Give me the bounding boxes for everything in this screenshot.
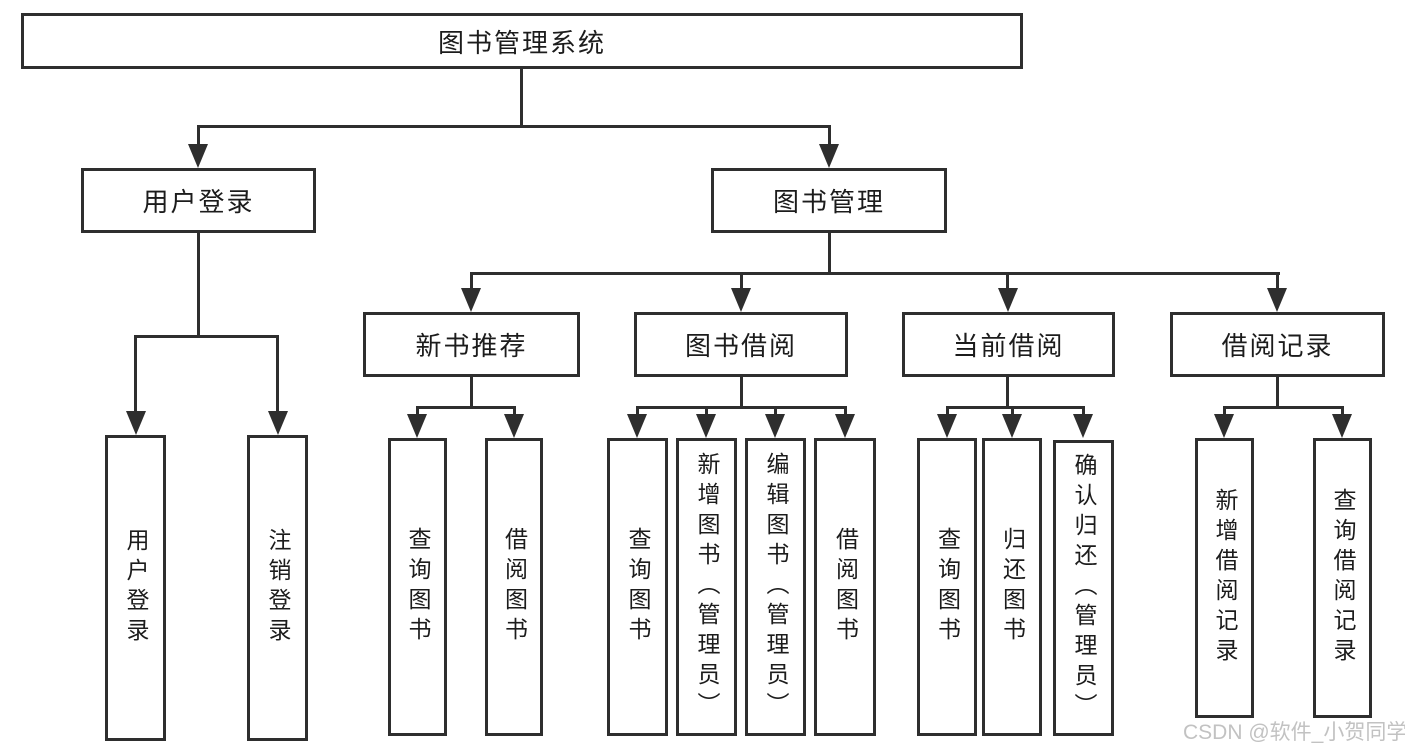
node-leaf-confirm-return-admin: 确认归还（管理员） <box>1053 440 1114 736</box>
node-current-borrow: 当前借阅 <box>902 312 1115 377</box>
connector-borrow-vstub <box>740 377 743 409</box>
arrow-to-borrow-books <box>835 414 855 438</box>
node-borrow-records: 借阅记录 <box>1170 312 1385 377</box>
node-leaf-borrow-books-newrec-label: 借阅图书 <box>501 527 528 647</box>
connector-mgmt-stem-1 <box>470 272 473 290</box>
node-leaf-logout-label: 注销登录 <box>265 528 291 648</box>
arrow-to-add-borrow-record <box>1214 414 1234 438</box>
node-leaf-add-borrow-record-label: 新增借阅记录 <box>1212 488 1238 668</box>
node-leaf-borrow-books-newrec: 借阅图书 <box>485 438 543 736</box>
connector-borrow-stem-2 <box>705 406 708 418</box>
node-borrow-records-label: 借阅记录 <box>1221 331 1334 361</box>
node-leaf-query-books-current-label: 查询图书 <box>934 527 961 647</box>
connector-records-stem-2 <box>1341 406 1344 418</box>
connector-records-hline <box>1223 406 1344 409</box>
node-leaf-query-borrow-record: 查询借阅记录 <box>1313 438 1372 718</box>
arrow-to-leaf-user-login <box>126 411 146 435</box>
node-new-book-rec: 新书推荐 <box>363 312 580 377</box>
connector-root-hline <box>197 125 831 128</box>
arrow-to-confirm-return <box>1073 414 1093 438</box>
node-book-borrow-label: 图书借阅 <box>684 331 797 361</box>
node-leaf-edit-books-admin: 编辑图书（管理员） <box>745 438 806 736</box>
connector-current-stem-2 <box>1011 406 1014 418</box>
node-system-root: 图书管理系统 <box>21 13 1023 69</box>
connector-records-stem-1 <box>1223 406 1226 418</box>
node-current-borrow-label: 当前借阅 <box>952 331 1065 361</box>
node-leaf-edit-books-admin-label: 编辑图书（管理员） <box>763 452 789 722</box>
arrow-to-leaf-logout <box>268 411 288 435</box>
connector-borrow-hline <box>636 406 847 409</box>
connector-borrow-stem-3 <box>774 406 777 418</box>
arrow-to-current-borrow <box>998 288 1018 312</box>
node-leaf-borrow-books-label: 借阅图书 <box>832 527 859 647</box>
connector-login-hline <box>134 335 279 338</box>
node-new-book-rec-label: 新书推荐 <box>415 331 528 361</box>
node-book-borrow: 图书借阅 <box>634 312 848 377</box>
connector-mgmt-stem-2 <box>740 272 743 290</box>
node-leaf-query-books-borrow: 查询图书 <box>607 438 668 736</box>
connector-mgmt-hline <box>470 272 1280 275</box>
arrow-to-book-borrow <box>731 288 751 312</box>
connector-newrec-stem-2 <box>513 406 516 418</box>
connector-current-stem-3 <box>1082 406 1085 418</box>
node-leaf-query-borrow-record-label: 查询借阅记录 <box>1330 488 1356 668</box>
connector-login-vstub <box>197 233 200 338</box>
connector-root-stem-right <box>828 125 831 147</box>
node-leaf-return-books-label: 归还图书 <box>999 527 1026 647</box>
node-leaf-borrow-books: 借阅图书 <box>814 438 876 736</box>
connector-newrec-hline <box>416 406 516 409</box>
connector-login-stem-1 <box>134 335 137 413</box>
node-leaf-add-books-admin-label: 新增图书（管理员） <box>694 452 720 722</box>
node-system-root-label: 图书管理系统 <box>437 27 606 58</box>
node-leaf-add-borrow-record: 新增借阅记录 <box>1195 438 1254 718</box>
arrow-to-edit-books-admin <box>765 414 785 438</box>
node-leaf-confirm-return-admin-label: 确认归还（管理员） <box>1071 453 1097 723</box>
csdn-watermark: CSDN @软件_小贺同学 <box>1183 721 1405 744</box>
node-user-login-label: 用户登录 <box>142 187 255 217</box>
node-leaf-query-books-borrow-label: 查询图书 <box>625 527 651 647</box>
connector-current-hline <box>946 406 1085 409</box>
connector-root-stem-left <box>197 125 200 147</box>
arrow-to-query-books-current <box>937 414 957 438</box>
connector-borrow-stem-4 <box>844 406 847 418</box>
connector-mgmt-stem-3 <box>1006 272 1009 290</box>
connector-current-stem-1 <box>946 406 949 418</box>
connector-mgmt-stem-4 <box>1276 272 1279 290</box>
node-book-mgmt-label: 图书管理 <box>772 187 885 217</box>
node-user-login: 用户登录 <box>81 168 316 233</box>
arrow-to-return-books <box>1002 414 1022 438</box>
node-leaf-query-books-newrec: 查询图书 <box>388 438 447 736</box>
connector-login-stem-2 <box>276 335 279 413</box>
arrow-to-new-book-rec <box>461 288 481 312</box>
connector-records-vstub <box>1276 377 1279 409</box>
node-leaf-return-books: 归还图书 <box>982 438 1042 736</box>
connector-newrec-vstub <box>470 377 473 409</box>
arrow-to-book-mgmt <box>819 144 839 168</box>
node-leaf-logout: 注销登录 <box>247 435 308 741</box>
connector-root-vstub <box>520 68 523 128</box>
arrow-to-query-borrow-record <box>1332 414 1352 438</box>
node-leaf-user-login-label: 用户登录 <box>123 528 149 648</box>
arrow-to-user-login <box>188 144 208 168</box>
arrow-to-borrow-books-newrec <box>504 414 524 438</box>
node-leaf-query-books-current: 查询图书 <box>917 438 977 736</box>
arrow-to-query-books-newrec <box>407 414 427 438</box>
node-leaf-user-login: 用户登录 <box>105 435 166 741</box>
connector-newrec-stem-1 <box>416 406 419 418</box>
arrow-to-query-books-borrow <box>627 414 647 438</box>
connector-mgmt-vstub <box>828 233 831 275</box>
arrow-to-add-books-admin <box>696 414 716 438</box>
connector-borrow-stem-1 <box>636 406 639 418</box>
node-book-mgmt: 图书管理 <box>711 168 947 233</box>
arrow-to-borrow-records <box>1267 288 1287 312</box>
node-leaf-add-books-admin: 新增图书（管理员） <box>676 438 737 736</box>
node-leaf-query-books-newrec-label: 查询图书 <box>405 527 431 647</box>
connector-current-vstub <box>1006 377 1009 409</box>
